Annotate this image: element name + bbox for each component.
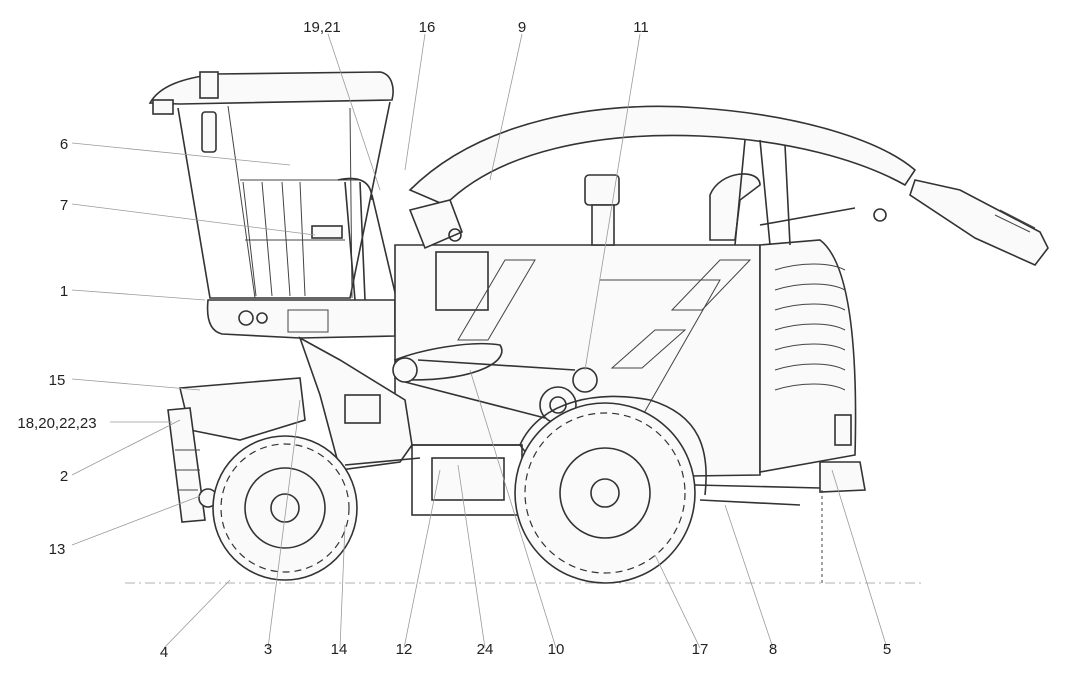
stripe-2 [670,259,752,311]
deflector-spring [994,209,1036,233]
callout-9: 9 [518,19,526,36]
callout-3: 3 [264,641,272,658]
callout-6: 6 [60,136,68,153]
cab-platform [206,299,396,339]
handrail [337,177,373,301]
callout-8: 8 [769,641,777,658]
belt-lower [404,359,576,419]
rear-grille [759,239,857,473]
tail-light [834,414,852,446]
discharge-spout [408,105,917,206]
rear-tread [524,412,686,574]
callout-24: 24 [477,641,494,658]
control-panel [287,309,329,333]
callout-4: 4 [160,644,168,661]
callout-17: 17 [692,641,709,658]
platform-light-2 [256,312,268,324]
cab-ladder-rungs [242,181,306,297]
frame-block [411,444,523,516]
callout-1: 1 [60,283,68,300]
callout-19-21: 19,21 [303,19,341,36]
stripe-1 [457,259,536,341]
callout-11: 11 [633,19,649,36]
header-frame [167,407,206,523]
callout-16: 16 [419,19,436,36]
exhaust-stack [591,204,615,246]
spout-cylinder [759,207,856,226]
forage-harvester [148,71,1049,585]
callout-13: 13 [49,541,66,558]
rear-hitch [819,461,866,493]
rear-hub [590,478,620,508]
callout-14: 14 [331,641,348,658]
callout-2: 2 [60,468,68,485]
spout-deflector [909,179,1049,266]
intake-pipe [709,173,761,241]
platform-light [238,310,254,326]
callout-labels: 19,21 16 9 11 6 7 1 15 18,20,22,23 2 13 … [17,19,891,661]
pulley-left [392,357,418,383]
cab-frame [177,101,391,299]
callout-15: 15 [49,372,66,389]
callout-5: 5 [883,641,891,658]
beacon [199,71,219,99]
grille-slots [774,263,846,391]
air-filter [584,174,620,206]
stripe-3 [610,329,687,369]
battery-box [431,457,505,501]
turret-pivot [448,228,462,242]
spout-support [734,139,791,246]
callout-10: 10 [548,641,565,658]
service-door [435,251,489,311]
cab-roof [148,71,394,105]
callout-7: 7 [60,197,68,214]
cab-pillars [227,105,360,299]
pulley-right [572,367,598,393]
header-box [179,377,306,441]
callout-18-20-22-23: 18,20,22,23 [17,415,96,432]
mirror [201,111,217,153]
rear-rim [559,447,651,539]
gearbox [344,394,381,424]
work-light [152,99,174,115]
seat [311,225,343,239]
front-hub [270,493,300,523]
callout-12: 12 [396,641,413,658]
front-tread [220,443,350,573]
rear-fender [519,395,707,496]
leader-lines [71,33,888,649]
header-brackets [175,449,200,491]
spout-pivot [873,208,887,222]
front-rim [244,467,326,549]
belt-upper [393,342,503,381]
